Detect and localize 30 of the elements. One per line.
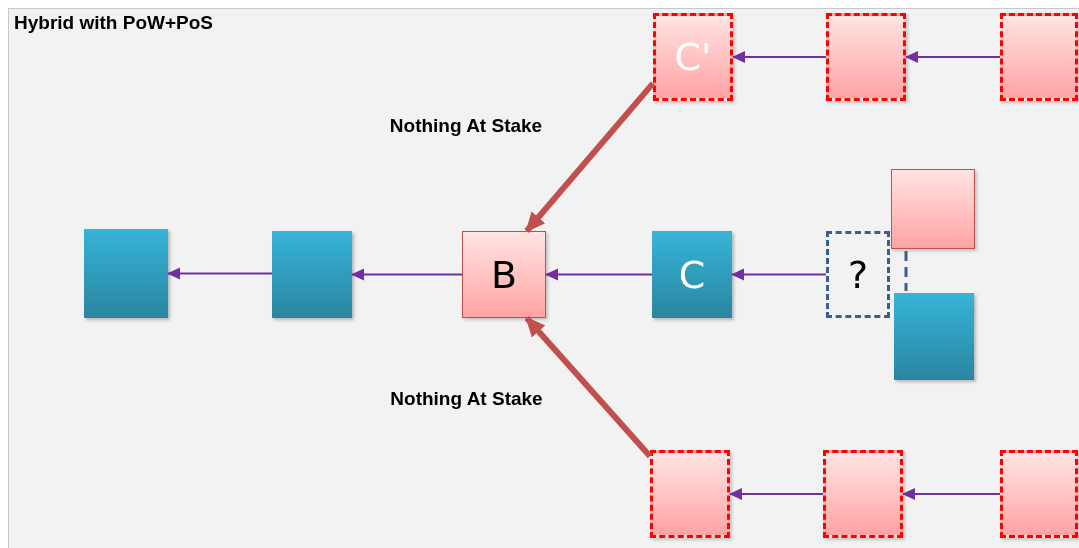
arrow — [732, 51, 827, 63]
arrow — [731, 268, 827, 281]
block-box — [894, 293, 974, 380]
arrow — [524, 316, 653, 459]
fork-block-box — [650, 450, 730, 538]
fork-block-box — [826, 13, 906, 101]
block-box — [891, 169, 975, 249]
arrow — [545, 268, 653, 281]
block-box — [652, 231, 732, 318]
block-label: B — [490, 255, 518, 294]
block-label: ? — [847, 255, 869, 294]
edge-label: Nothing At Stake — [389, 116, 543, 136]
arrow — [351, 268, 463, 281]
fork-block-box — [1000, 450, 1078, 538]
arrow — [905, 51, 1001, 63]
block-label: C' — [674, 38, 712, 76]
diagram-title: Hybrid with PoW+PoS — [14, 13, 213, 32]
block-box — [462, 231, 546, 318]
arrow — [902, 488, 1001, 500]
arrow — [729, 488, 824, 500]
arrow — [524, 81, 656, 233]
fork-block-box — [1000, 13, 1078, 101]
block-box — [272, 231, 352, 318]
edge-label: Nothing At Stake — [390, 389, 543, 409]
block-label: C — [678, 255, 706, 294]
fork-block-box — [823, 450, 903, 538]
block-box — [84, 229, 168, 318]
arrow — [167, 267, 273, 280]
fork-block-box — [653, 13, 733, 101]
unknown-block-box — [826, 231, 890, 318]
